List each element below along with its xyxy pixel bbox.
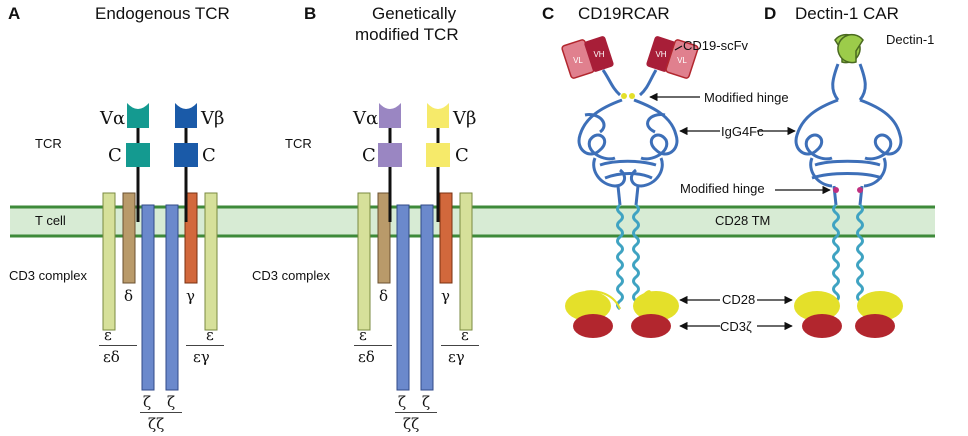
- panel-b-title-line1: Genetically: [372, 4, 457, 23]
- cd28-domain: [633, 291, 679, 321]
- panel-d-title: Dectin-1 CAR: [795, 4, 899, 23]
- cd3-delta-chain: [122, 192, 136, 284]
- cd19-scfv: VL VH VH VL: [561, 36, 699, 79]
- svg-text:VH: VH: [593, 50, 604, 59]
- panel-a-tcr-complex: [102, 103, 218, 391]
- epsilon-label: ε: [359, 326, 367, 344]
- constant-label: C: [362, 145, 376, 166]
- epsilon-label: ε: [104, 326, 112, 344]
- cd19-scfv-label: CD19-scFv: [683, 38, 749, 53]
- zeta-label: ζ: [398, 393, 407, 411]
- igg4fc-domain: [577, 98, 679, 188]
- dectin1-label: Dectin-1: [886, 32, 935, 47]
- zeta-zeta-label: ζζ: [403, 415, 420, 433]
- epsilon-gamma-label: εγ: [193, 348, 210, 366]
- cd3-epsilon-chain: [459, 192, 473, 331]
- tcr-beta-variable-domain: [175, 103, 197, 128]
- svg-text:VL: VL: [677, 56, 687, 65]
- panel-c-title: CD19RCAR: [578, 4, 670, 23]
- cd3-zeta-domain: [631, 314, 671, 338]
- panel-b-tcr-complex: [357, 103, 473, 391]
- gamma-label: γ: [441, 287, 450, 305]
- cd3-zeta-chain: [165, 204, 179, 391]
- cd3-epsilon-chain: [204, 192, 218, 331]
- epsilon-delta-label: εδ: [103, 348, 120, 366]
- delta-label: δ: [124, 287, 134, 305]
- igg4fc-label: IgG4Fc: [721, 124, 764, 139]
- cd28-tm-label: CD28 TM: [715, 213, 771, 228]
- tcr-label: TCR: [285, 136, 312, 151]
- tcr-alpha-constant-domain: [126, 143, 150, 167]
- tcr-beta-constant-domain: [426, 143, 450, 167]
- epsilon-label: ε: [461, 326, 469, 344]
- cd3-zeta-domain: [802, 314, 842, 338]
- cd28-label: CD28: [722, 292, 756, 307]
- svg-text:VH: VH: [655, 50, 666, 59]
- cd3-epsilon-chain: [357, 192, 371, 331]
- panel-a-title: Endogenous TCR: [95, 4, 230, 23]
- cd3-zeta-chain: [420, 204, 434, 391]
- tcr-beta-variable-domain: [427, 103, 449, 128]
- modified-hinge-label: Modified hinge: [680, 181, 765, 196]
- modified-hinge-label: Modified hinge: [704, 90, 789, 105]
- cd3-zeta-chain: [396, 204, 410, 391]
- t-cell-label: T cell: [35, 213, 66, 228]
- panel-b-letter: B: [304, 4, 317, 23]
- tcr-label: TCR: [35, 136, 62, 151]
- panel-d-letter: D: [764, 4, 777, 23]
- epsilon-delta-label: εδ: [358, 348, 375, 366]
- v-alpha-label: Vα: [353, 108, 379, 129]
- cd3-zeta-domain: [855, 314, 895, 338]
- cd3-delta-chain: [377, 192, 391, 284]
- constant-label: C: [202, 145, 216, 166]
- panel-d-car: [794, 33, 903, 338]
- panel-c-letter: C: [542, 4, 555, 23]
- epsilon-label: ε: [206, 326, 214, 344]
- igg4fc-domain: [794, 98, 903, 188]
- zeta-label: ζ: [167, 393, 176, 411]
- cd3-complex-label: CD3 complex: [9, 268, 88, 283]
- zeta-label: ζ: [422, 393, 431, 411]
- gamma-label: γ: [186, 287, 195, 305]
- dectin1-domain: [837, 33, 864, 64]
- epsilon-gamma-label: εγ: [448, 348, 465, 366]
- cd28-domain: [794, 291, 840, 321]
- tcr-alpha-variable-domain: [127, 103, 149, 128]
- panel-c-car: VL VH VH VL: [561, 36, 699, 338]
- zeta-zeta-label: ζζ: [148, 415, 165, 433]
- constant-label: C: [108, 145, 122, 166]
- tcr-alpha-constant-domain: [378, 143, 402, 167]
- cd28-domain: [857, 291, 903, 321]
- cd3-complex-label: CD3 complex: [252, 268, 331, 283]
- v-beta-label: Vβ: [201, 108, 225, 129]
- zeta-label: ζ: [143, 393, 152, 411]
- cd3-zeta-chain: [141, 204, 155, 391]
- cd3-gamma-chain: [184, 192, 198, 284]
- annotation-arrows: [649, 45, 831, 331]
- cd3-gamma-chain: [439, 192, 453, 284]
- tcr-beta-constant-domain: [174, 143, 198, 167]
- svg-text:VL: VL: [573, 56, 583, 65]
- cd3-epsilon-chain: [102, 192, 116, 331]
- cd3-zeta-label: CD3ζ: [720, 319, 752, 334]
- v-alpha-label: Vα: [100, 108, 126, 129]
- panel-a-letter: A: [8, 4, 21, 23]
- cd3-zeta-domain: [573, 314, 613, 338]
- v-beta-label: Vβ: [453, 108, 477, 129]
- tcr-alpha-variable-domain: [379, 103, 401, 128]
- cd28-domain: [565, 291, 611, 321]
- delta-label: δ: [379, 287, 389, 305]
- constant-label: C: [455, 145, 469, 166]
- panel-b-title-line2: modified TCR: [355, 25, 459, 44]
